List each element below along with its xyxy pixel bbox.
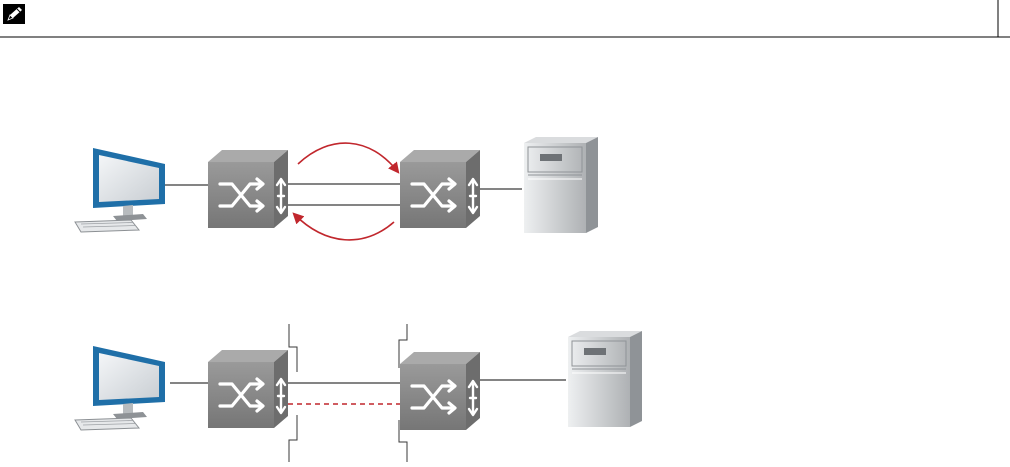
workstation-icon	[75, 346, 165, 430]
note-pencil-icon	[3, 4, 25, 24]
diagram-top	[75, 137, 598, 240]
switch-icon	[208, 350, 288, 428]
curved-arrow-left	[294, 214, 394, 240]
curved-arrow-right	[298, 143, 398, 172]
note-header	[0, 0, 1010, 37]
switch-icon	[400, 352, 480, 430]
diagram-bottom	[75, 324, 642, 462]
switch-icon	[400, 150, 480, 228]
server-icon	[568, 331, 642, 427]
switch-icon	[208, 150, 288, 228]
server-icon	[524, 137, 598, 233]
workstation-icon	[75, 148, 165, 232]
bracket-left	[289, 324, 297, 462]
